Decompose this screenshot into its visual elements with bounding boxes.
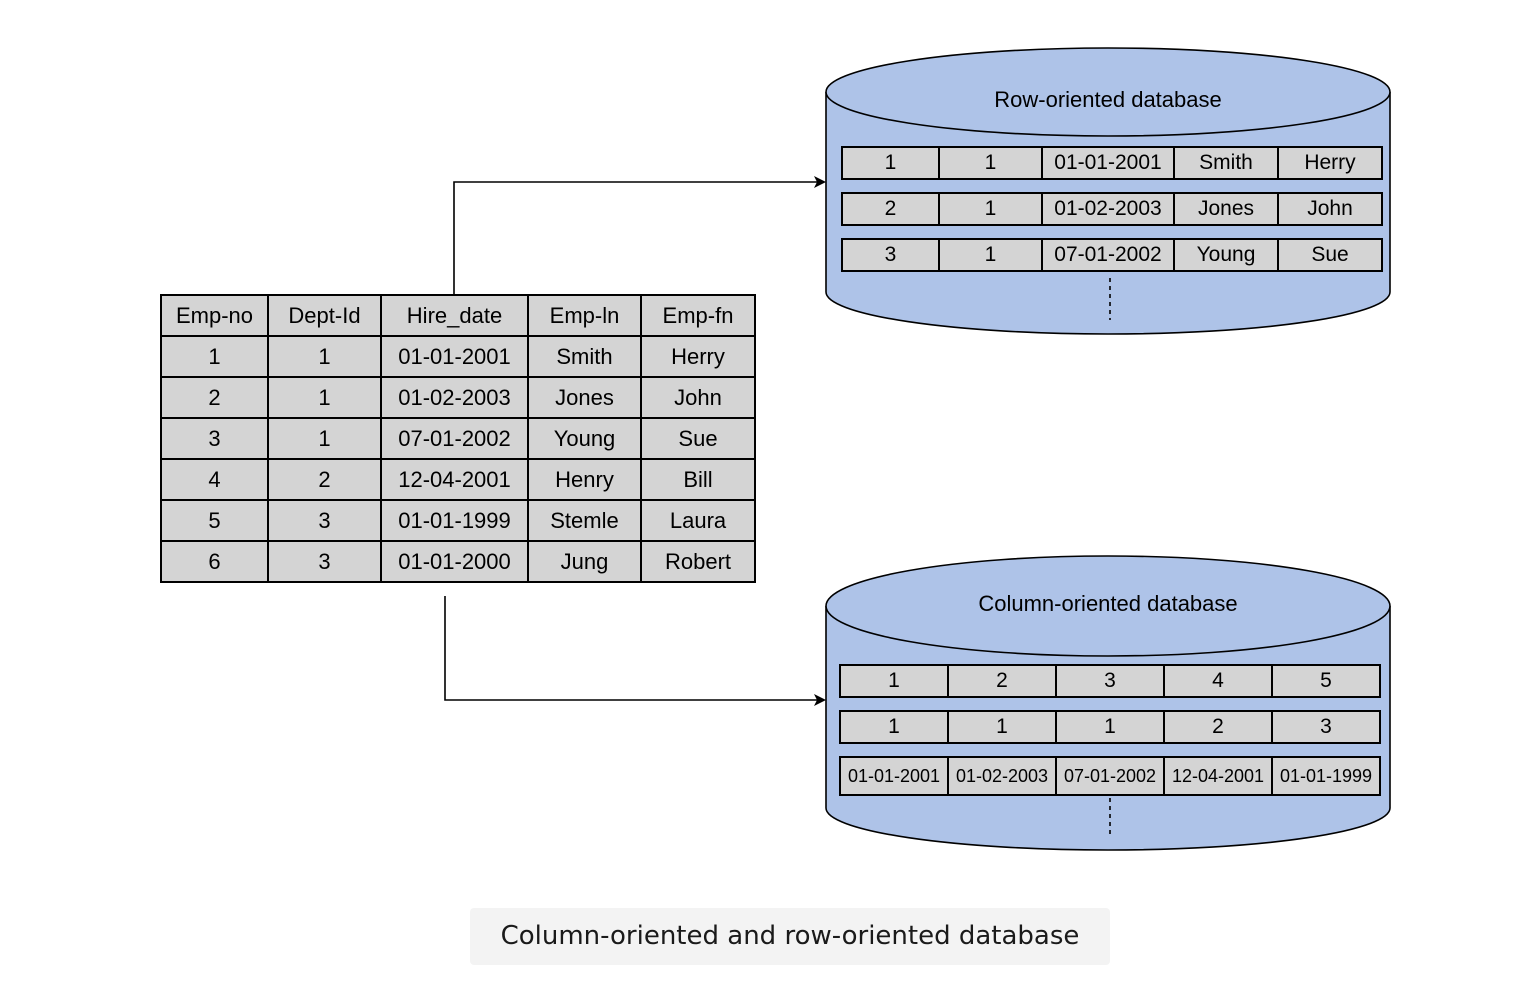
table-cell: 1 <box>841 146 940 180</box>
row-db-record: 1 1 01-01-2001 Smith Herry <box>841 146 1383 180</box>
header-hire-date: Hire_date <box>380 294 529 337</box>
table-cell: Young <box>527 417 642 460</box>
table-cell: 1 <box>267 417 382 460</box>
table-cell: 3 <box>841 238 940 272</box>
table-cell: 2 <box>947 664 1057 698</box>
table-cell: 1 <box>267 335 382 378</box>
table-cell: Smith <box>1173 146 1279 180</box>
table-cell: 2 <box>267 458 382 501</box>
table-cell: 07-01-2002 <box>1055 756 1165 796</box>
table-cell: 1 <box>267 376 382 419</box>
table-cell: 1 <box>938 146 1043 180</box>
table-cell: 3 <box>267 499 382 542</box>
table-cell: Jones <box>527 376 642 419</box>
table-cell: 2 <box>1163 710 1273 744</box>
table-cell: 01-02-2003 <box>380 376 529 419</box>
table-cell: Bill <box>640 458 756 501</box>
table-cell: 3 <box>267 540 382 583</box>
table-cell: 01-02-2003 <box>947 756 1057 796</box>
table-cell: 1 <box>947 710 1057 744</box>
table-cell: 01-01-1999 <box>380 499 529 542</box>
employee-table: Emp-no Dept-Id Hire_date Emp-ln Emp-fn 1… <box>160 294 756 583</box>
header-emp-no: Emp-no <box>160 294 269 337</box>
table-cell: 6 <box>160 540 269 583</box>
table-cell: 1 <box>938 192 1043 226</box>
table-cell: 12-04-2001 <box>1163 756 1273 796</box>
table-row: 5 3 01-01-1999 Stemle Laura <box>160 499 756 542</box>
table-cell: 3 <box>1271 710 1381 744</box>
table-cell: 01-01-2000 <box>380 540 529 583</box>
table-cell: 2 <box>841 192 940 226</box>
table-cell: 5 <box>1271 664 1381 698</box>
table-cell: 3 <box>1055 664 1165 698</box>
table-cell: Young <box>1173 238 1279 272</box>
table-cell: 2 <box>160 376 269 419</box>
row-db-record: 2 1 01-02-2003 Jones John <box>841 192 1383 226</box>
table-row: 3 1 07-01-2002 Young Sue <box>160 417 756 460</box>
table-row: 2 1 01-02-2003 Jones John <box>160 376 756 419</box>
table-cell: 3 <box>160 417 269 460</box>
table-cell: 4 <box>1163 664 1273 698</box>
table-cell: Sue <box>640 417 756 460</box>
table-cell: 01-01-1999 <box>1271 756 1381 796</box>
row-db-title: Row-oriented database <box>994 87 1222 112</box>
header-emp-fn: Emp-fn <box>640 294 756 337</box>
table-cell: Henry <box>527 458 642 501</box>
table-row: 1 1 01-01-2001 Smith Herry <box>160 335 756 378</box>
table-cell: Herry <box>640 335 756 378</box>
table-cell: 4 <box>160 458 269 501</box>
table-cell: Robert <box>640 540 756 583</box>
table-cell: 12-04-2001 <box>380 458 529 501</box>
table-cell: John <box>1277 192 1383 226</box>
header-emp-ln: Emp-ln <box>527 294 642 337</box>
table-cell: 01-02-2003 <box>1041 192 1175 226</box>
figure-caption: Column-oriented and row-oriented databas… <box>470 908 1110 965</box>
table-cell: 5 <box>160 499 269 542</box>
table-cell: 1 <box>160 335 269 378</box>
table-cell: 01-01-2001 <box>380 335 529 378</box>
table-cell: John <box>640 376 756 419</box>
header-dept-id: Dept-Id <box>267 294 382 337</box>
table-cell: 1 <box>938 238 1043 272</box>
column-db-record: 1 2 3 4 5 <box>839 664 1381 698</box>
table-cell: Smith <box>527 335 642 378</box>
column-db-title: Column-oriented database <box>978 591 1238 616</box>
table-cell: Jones <box>1173 192 1279 226</box>
table-header-row: Emp-no Dept-Id Hire_date Emp-ln Emp-fn <box>160 294 756 337</box>
table-cell: Stemle <box>527 499 642 542</box>
table-cell: 1 <box>1055 710 1165 744</box>
table-row: 6 3 01-01-2000 Jung Robert <box>160 540 756 583</box>
arrow-to-row-db <box>453 176 826 294</box>
table-cell: 1 <box>839 710 949 744</box>
table-cell: 01-01-2001 <box>839 756 949 796</box>
table-cell: Jung <box>527 540 642 583</box>
table-row: 4 2 12-04-2001 Henry Bill <box>160 458 756 501</box>
table-cell: 07-01-2002 <box>380 417 529 460</box>
column-db-record: 1 1 1 2 3 <box>839 710 1381 744</box>
table-cell: Herry <box>1277 146 1383 180</box>
row-oriented-database: Row-oriented database 1 1 01-01-2001 Smi… <box>824 42 1392 336</box>
row-db-record: 3 1 07-01-2002 Young Sue <box>841 238 1383 272</box>
arrow-to-column-db <box>444 596 826 706</box>
column-db-record: 01-01-2001 01-02-2003 07-01-2002 12-04-2… <box>839 756 1381 796</box>
table-cell: 1 <box>839 664 949 698</box>
column-oriented-database: Column-oriented database 1 2 3 4 5 1 1 1… <box>824 546 1392 856</box>
table-cell: Laura <box>640 499 756 542</box>
table-cell: 07-01-2002 <box>1041 238 1175 272</box>
table-cell: 01-01-2001 <box>1041 146 1175 180</box>
table-cell: Sue <box>1277 238 1383 272</box>
